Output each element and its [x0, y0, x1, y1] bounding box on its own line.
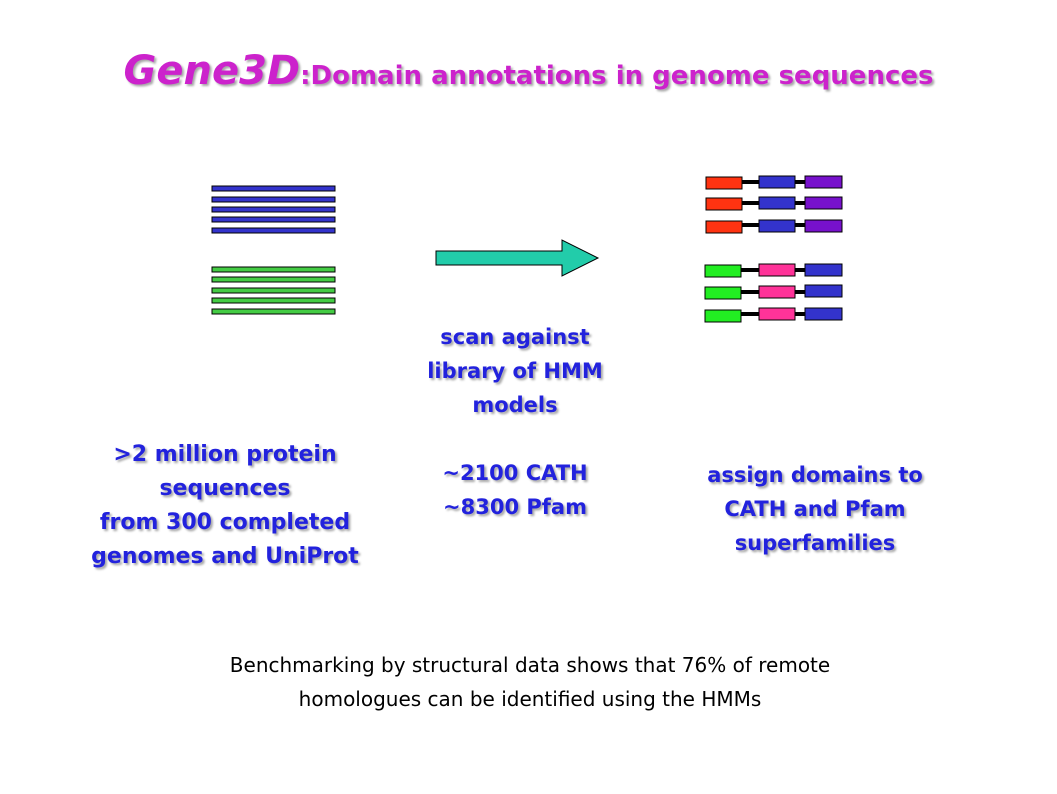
sequence-bar: [211, 308, 336, 315]
domain-green: [704, 286, 742, 300]
domain-architectures-top: [705, 175, 843, 234]
domain-row: [705, 175, 843, 190]
domain-purple: [804, 175, 843, 189]
sequence-bar: [211, 266, 336, 273]
sequence-bar: [211, 287, 336, 294]
caption-line: superfamilies: [734, 531, 896, 555]
title-subtitle: Domain annotations in genome sequences: [310, 61, 934, 91]
sequence-bar: [211, 297, 336, 304]
page-title: Gene3D:Domain annotations in genome sequ…: [0, 48, 1057, 94]
connector: [795, 312, 805, 316]
domain-row: [705, 196, 843, 211]
domain-pink: [758, 263, 796, 277]
domain-pink: [758, 307, 796, 321]
caption-line: ~2100 CATH: [442, 461, 588, 485]
connector: [742, 223, 759, 227]
caption-line: sequences: [159, 476, 291, 501]
input-caption: >2 million protein sequences from 300 co…: [60, 438, 390, 574]
domain-row: [705, 219, 843, 234]
connector: [795, 223, 805, 227]
domain-blue: [804, 263, 843, 277]
input-sequences-green: [211, 266, 336, 315]
sequence-bar: [211, 227, 336, 234]
domain-blue: [804, 284, 843, 298]
domain-architectures-bottom: [704, 263, 843, 323]
caption-line: models: [472, 393, 558, 417]
domain-red: [705, 176, 743, 190]
connector: [741, 290, 759, 294]
domain-pink: [758, 285, 796, 299]
process-arrow: [435, 239, 600, 277]
caption-line: scan against: [440, 325, 590, 349]
caption-line: from 300 completed: [99, 510, 351, 535]
connector: [795, 290, 805, 294]
domain-blue: [804, 307, 843, 321]
caption-line: [380, 422, 650, 456]
caption-line: assign domains to: [707, 463, 923, 487]
benchmark-note: Benchmarking by structural data shows th…: [100, 648, 960, 716]
caption-line: library of HMM: [427, 359, 603, 383]
domain-purple: [804, 219, 843, 233]
domain-blue: [758, 175, 796, 189]
domain-green: [704, 309, 742, 323]
sequence-bar: [211, 206, 336, 213]
connector: [795, 180, 805, 184]
title-main: Gene3D: [123, 48, 301, 94]
caption-line: genomes and UniProt: [91, 544, 359, 569]
domain-purple: [804, 196, 843, 210]
title-colon: :: [300, 61, 311, 91]
process-caption: scan against library of HMM models ~2100…: [380, 320, 650, 524]
domain-row: [704, 307, 843, 323]
connector: [741, 268, 759, 272]
connector: [742, 201, 759, 205]
domain-blue: [758, 219, 796, 233]
sequence-bar: [211, 216, 336, 223]
caption-line: ~8300 Pfam: [443, 495, 587, 519]
sequence-bar: [211, 185, 336, 192]
sequence-bar: [211, 196, 336, 203]
connector: [795, 201, 805, 205]
connector: [742, 180, 759, 184]
note-line: Benchmarking by structural data shows th…: [229, 653, 831, 677]
caption-line: >2 million protein: [113, 442, 337, 467]
connector: [741, 312, 759, 316]
caption-line: CATH and Pfam: [724, 497, 906, 521]
domain-row: [704, 284, 843, 300]
domain-red: [705, 220, 743, 234]
connector: [795, 268, 805, 272]
domain-red: [705, 197, 743, 211]
domain-green: [704, 264, 742, 278]
note-line: homologues can be identified using the H…: [298, 687, 762, 711]
domain-blue: [758, 196, 796, 210]
sequence-bar: [211, 276, 336, 283]
input-sequences-blue: [211, 185, 336, 234]
output-caption: assign domains to CATH and Pfam superfam…: [660, 458, 970, 560]
domain-row: [704, 263, 843, 278]
